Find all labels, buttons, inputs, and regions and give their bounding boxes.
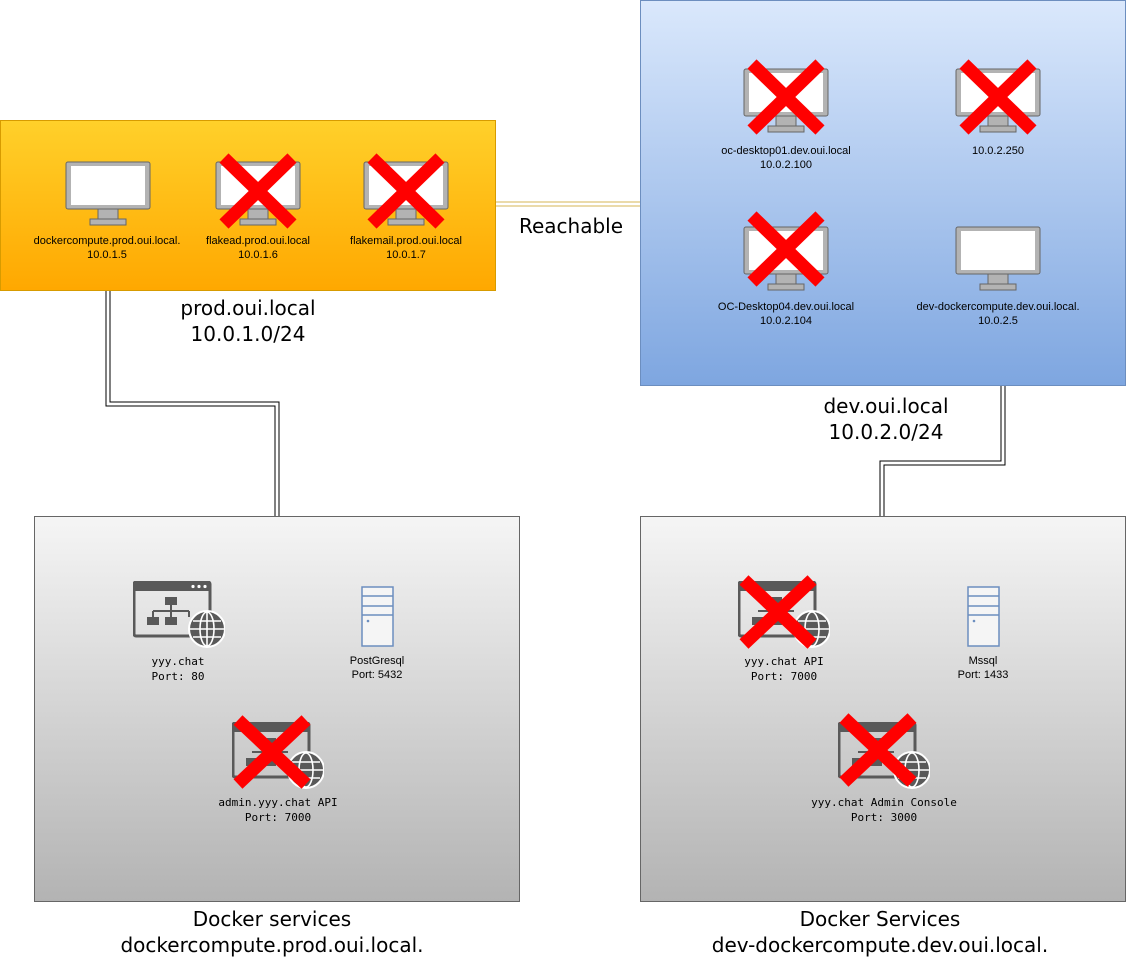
service-name: yyy.chat Admin Console [811,796,957,809]
dev-network-label: dev.oui.local 10.0.2.0/24 [756,393,1016,445]
offline-x-icon [839,713,917,787]
monitor-icon [64,161,152,232]
docker-prod-box [34,516,520,902]
network-cidr: 10.0.2.0/24 [828,420,944,444]
dev-host-2-label: 10.0.2.250 [918,144,1078,158]
service-name: Mssql [968,655,998,667]
host-ip: 10.0.1.5 [87,249,127,261]
service-port: Port: 3000 [850,811,918,824]
offline-x-icon [219,153,297,229]
docker-host: dockercompute.prod.oui.local. [120,933,424,957]
host-name: dockercompute.prod.oui.local. [33,235,181,247]
monitor-icon [954,226,1042,297]
service-port: Port: 7000 [244,811,312,824]
reachable-label: Reachable [506,213,636,239]
offline-x-icon [747,59,825,135]
docker-prod-service-1-label: yyy.chat Port: 80 [108,654,248,684]
host-name: oc-desktop01.dev.oui.local [721,145,851,157]
docker-host: dev-dockercompute.dev.oui.local. [711,933,1049,957]
dev-host-3-label: OC-Desktop04.dev.oui.local 10.0.2.104 [696,300,876,328]
docker-dev-service-2-label: Mssql Port: 1433 [924,654,1042,682]
host-ip: 10.0.2.250 [972,145,1024,157]
docker-prod-service-2-label: PostGresql Port: 5432 [318,654,436,682]
docker-title: Docker services [192,907,352,931]
service-port: Port: 1433 [957,669,1009,681]
reachable-connector [496,201,640,207]
dev-host-4-label: dev-dockercompute.dev.oui.local. 10.0.2.… [898,300,1098,328]
docker-dev-box [640,516,1126,902]
network-name: prod.oui.local [180,296,316,320]
host-ip: 10.0.2.100 [760,159,812,171]
docker-prod-label: Docker services dockercompute.prod.oui.l… [62,906,482,958]
service-name: admin.yyy.chat API [218,796,338,809]
offline-x-icon [233,715,311,789]
service-name: yyy.chat API [744,655,824,668]
host-name: dev-dockercompute.dev.oui.local. [916,301,1080,313]
host-ip: 10.0.2.104 [760,315,812,327]
web-app-icon [132,580,226,654]
prod-docker-connector [105,291,280,516]
service-name: PostGresql [349,655,405,667]
offline-x-icon [739,575,817,649]
host-name: flakemail.prod.oui.local [350,235,462,247]
host-ip: 10.0.1.6 [238,249,278,261]
offline-x-icon [367,153,445,229]
service-name: yyy.chat [151,655,205,668]
prod-host-3-label: flakemail.prod.oui.local 10.0.1.7 [326,234,486,262]
docker-title: Docker Services [799,907,961,931]
service-port: Port: 7000 [750,670,818,683]
offline-x-icon [747,211,825,287]
host-ip: 10.0.1.7 [386,249,426,261]
docker-dev-service-3-label: yyy.chat Admin Console Port: 3000 [774,795,994,825]
dev-network-box [640,0,1126,386]
dev-host-1-label: oc-desktop01.dev.oui.local 10.0.2.100 [696,144,876,172]
server-icon [967,586,1001,653]
service-port: Port: 80 [151,670,205,683]
network-name: dev.oui.local [823,394,949,418]
prod-network-label: prod.oui.local 10.0.1.0/24 [128,295,368,347]
host-name: OC-Desktop04.dev.oui.local [717,301,855,313]
server-icon [361,586,395,653]
prod-host-1-label: dockercompute.prod.oui.local. 10.0.1.5 [14,234,200,262]
docker-prod-service-3-label: admin.yyy.chat API Port: 7000 [188,795,368,825]
dev-docker-connector [879,386,1006,516]
offline-x-icon [959,59,1037,135]
service-port: Port: 5432 [351,669,403,681]
host-name: flakead.prod.oui.local [206,235,310,247]
docker-dev-label: Docker Services dev-dockercompute.dev.ou… [660,906,1100,958]
network-cidr: 10.0.1.0/24 [190,322,306,346]
prod-host-2-label: flakead.prod.oui.local 10.0.1.6 [178,234,338,262]
host-ip: 10.0.2.5 [978,315,1018,327]
docker-dev-service-1-label: yyy.chat API Port: 7000 [704,654,864,684]
